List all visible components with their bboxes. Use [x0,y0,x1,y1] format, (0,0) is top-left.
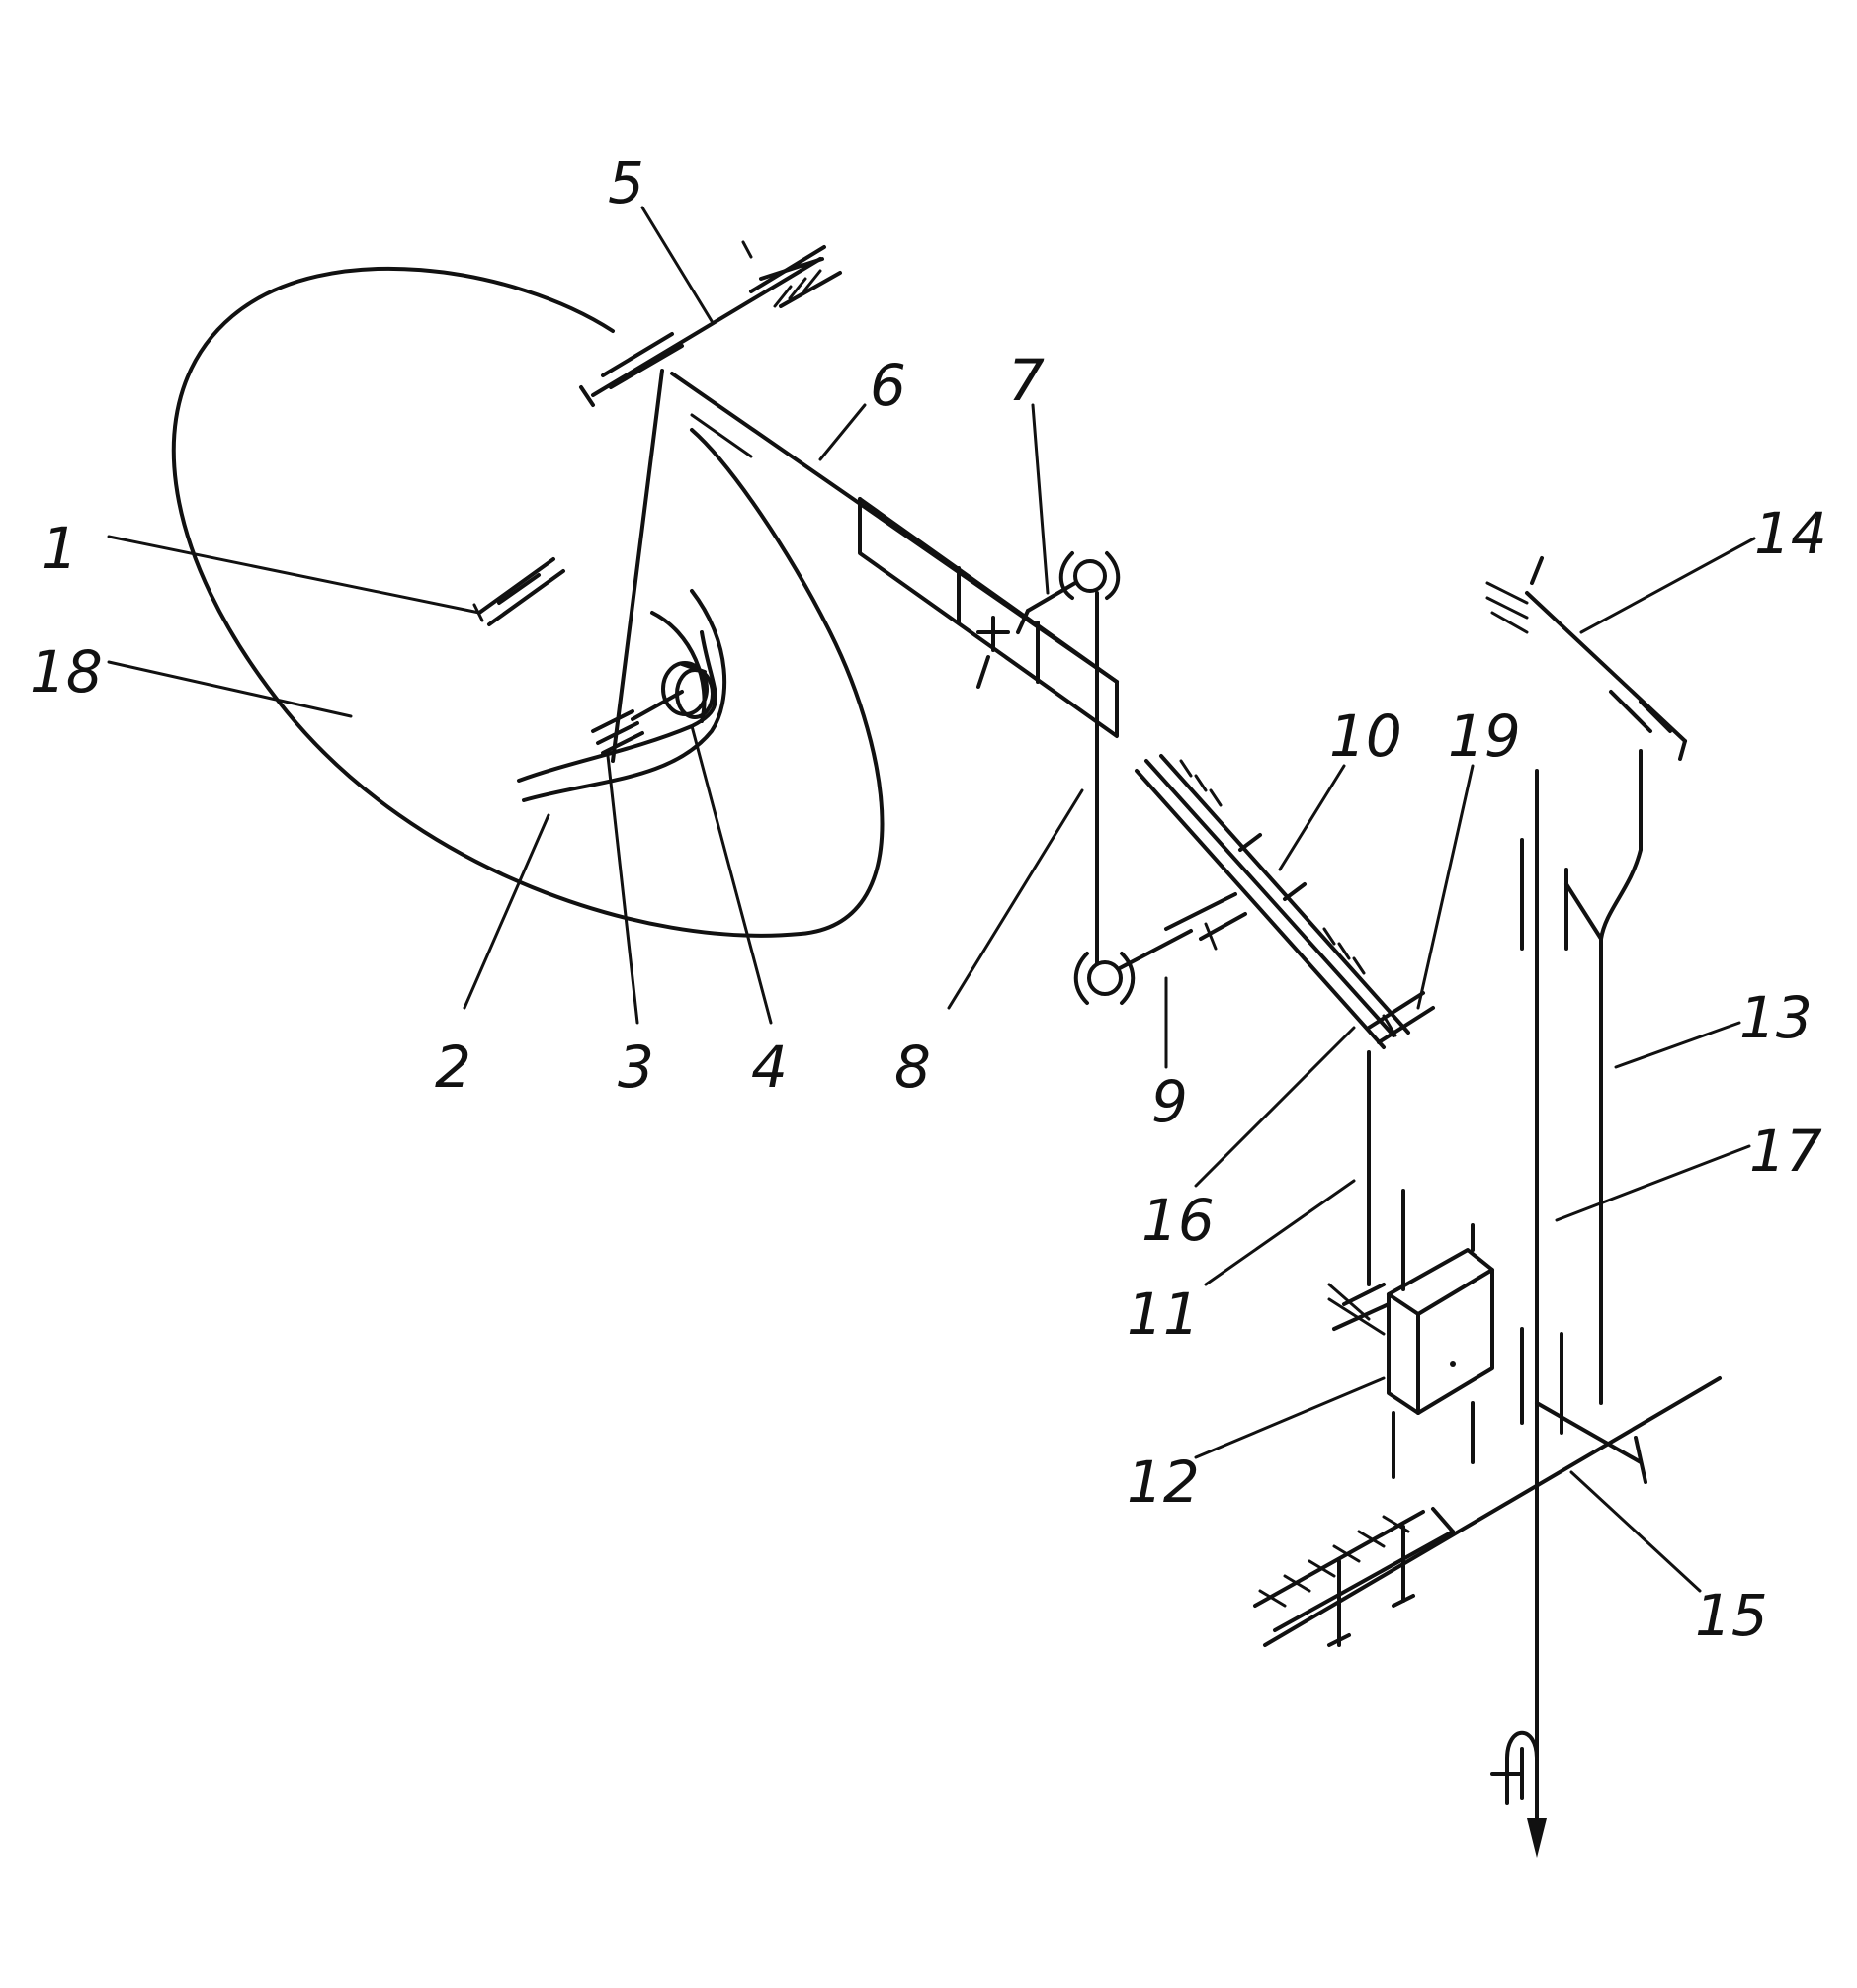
label-9: 9 [1151,1068,1188,1135]
label-2: 2 [435,1034,471,1101]
label-13: 13 [1739,984,1813,1051]
disc-18 [171,266,885,938]
label-19: 19 [1448,703,1521,770]
bearing-14 [1485,556,1687,761]
label-4: 4 [751,1034,788,1101]
link-6 [670,372,1119,738]
rod-13 [1564,749,1643,1405]
label-7: 7 [1008,347,1045,414]
label-18: 18 [30,638,103,705]
label-10: 10 [1329,703,1402,770]
label-1: 1 [42,515,78,582]
labels: 1 18 2 3 4 5 6 7 8 9 10 19 16 11 12 14 1… [30,149,1827,1649]
shaft-15 [1253,1376,1722,1647]
slider-12 [1327,1189,1494,1479]
leader-lines [107,206,1756,1593]
guide-10 [1135,754,1435,1049]
label-16: 16 [1141,1187,1215,1254]
bearing-5 [579,240,842,407]
joint-9 [1073,892,1247,1005]
label-12: 12 [1127,1449,1200,1516]
label-5: 5 [608,149,644,216]
guide-17 [1490,769,1568,1858]
label-6: 6 [870,352,906,419]
label-8: 8 [894,1034,931,1101]
label-11: 11 [1127,1281,1200,1348]
label-14: 14 [1754,500,1827,567]
joint-7 [1016,551,1121,634]
bearing-1 [472,557,565,626]
label-17: 17 [1749,1118,1822,1185]
label-3: 3 [618,1034,654,1101]
arm-5-3 [611,369,664,763]
label-15: 15 [1695,1582,1768,1649]
